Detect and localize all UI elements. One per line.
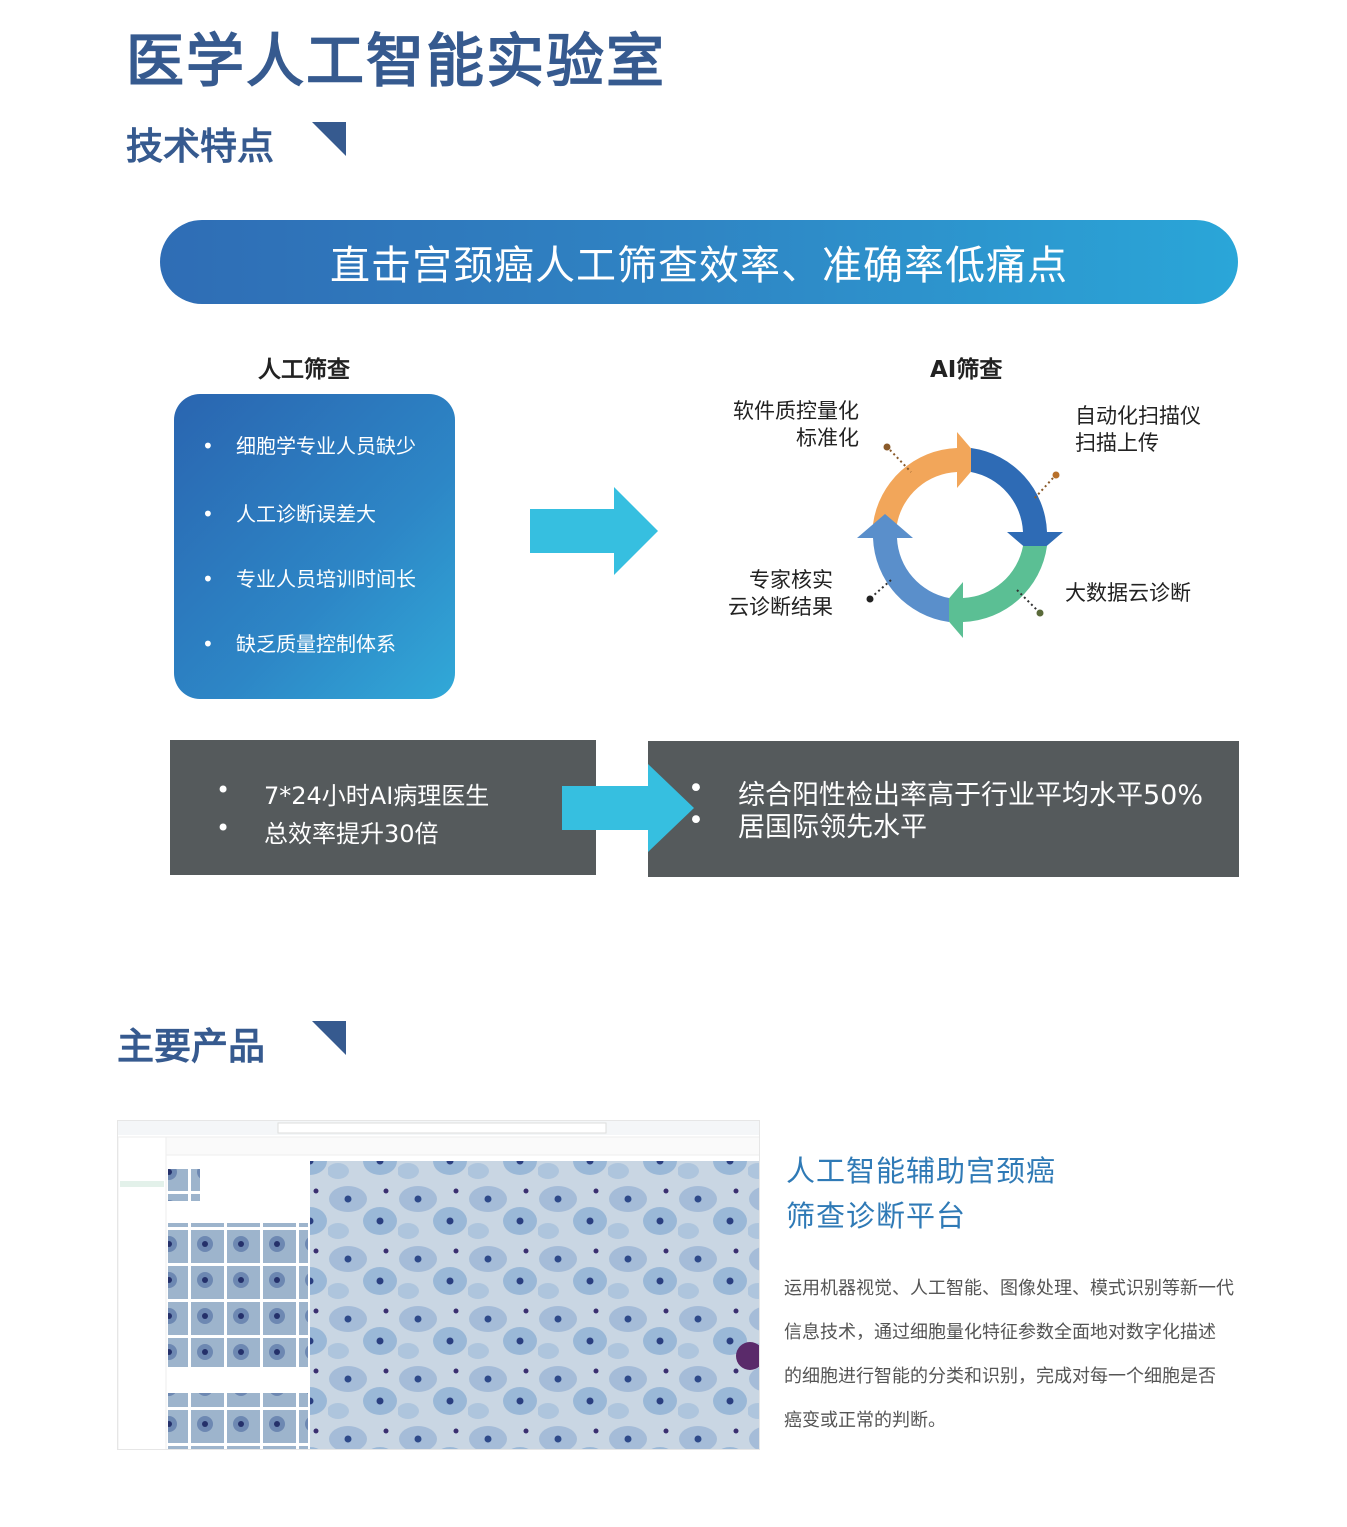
section-title-tech: 技术特点 (126, 125, 274, 168)
section-title-products: 主要产品 (117, 1025, 265, 1068)
cycle-diagram (857, 432, 1063, 638)
list-item: •人工诊断误差大 (202, 502, 376, 526)
product-title-line: 筛查诊断平台 (786, 1199, 967, 1233)
cycle-segment-blue-light (857, 514, 949, 622)
benefit-box-left: •7*24小时AI病理医生 •总效率提升30倍 (170, 740, 596, 875)
cycle-segment-orange (873, 432, 981, 524)
benefit-box-right: •综合阳性检出率高于行业平均水平50% •居国际领先水平 (648, 741, 1239, 877)
product-screenshot (117, 1120, 760, 1450)
cycle-label-expert: 专家核实 云诊断结果 (728, 568, 833, 619)
cycle-segment-green (939, 546, 1047, 638)
product-description-line: 癌变或正常的判断。 (784, 1410, 946, 1431)
cycle-segment-blue-dark (971, 448, 1063, 556)
arrow-right-icon (530, 487, 658, 575)
ai-label: AI筛查 (930, 357, 1003, 383)
manual-label: 人工筛查 (258, 357, 350, 383)
arrow-right-icon (562, 764, 694, 852)
product-description-line: 运用机器视觉、人工智能、图像处理、模式识别等新一代 (784, 1278, 1234, 1299)
triangle-icon (312, 122, 346, 156)
list-item: •综合阳性检出率高于行业平均水平50% (688, 773, 1204, 811)
cycle-label-quality: 软件质控量化 标准化 (733, 399, 859, 450)
manual-screening-box: •细胞学专业人员缺少 •人工诊断误差大 •专业人员培训时间长 •缺乏质量控制体系 (174, 394, 455, 699)
screenshot-image (118, 1121, 759, 1449)
product-title-line: 人工智能辅助宫颈癌 (786, 1154, 1057, 1188)
banner-text: 直击宫颈癌人工筛查效率、准确率低痛点 (330, 243, 1068, 289)
list-item: •专业人员培训时间长 (202, 567, 416, 591)
list-item: •总效率提升30倍 (216, 814, 439, 848)
product-description-line: 的细胞进行智能的分类和识别，完成对每一个细胞是否 (784, 1366, 1216, 1387)
cycle-label-cloud: 大数据云诊断 (1065, 581, 1191, 605)
headline-banner: 直击宫颈癌人工筛查效率、准确率低痛点 (160, 220, 1238, 304)
list-item: •居国际领先水平 (688, 805, 927, 843)
list-item: •细胞学专业人员缺少 (202, 434, 416, 458)
triangle-icon (312, 1021, 346, 1055)
list-item: •7*24小时AI病理医生 (216, 776, 490, 810)
list-item: •缺乏质量控制体系 (202, 632, 396, 656)
product-description-line: 信息技术，通过细胞量化特征参数全面地对数字化描述 (784, 1322, 1216, 1343)
page-title: 医学人工智能实验室 (126, 27, 667, 95)
cycle-label-scanner: 自动化扫描仪 扫描上传 (1075, 404, 1201, 455)
